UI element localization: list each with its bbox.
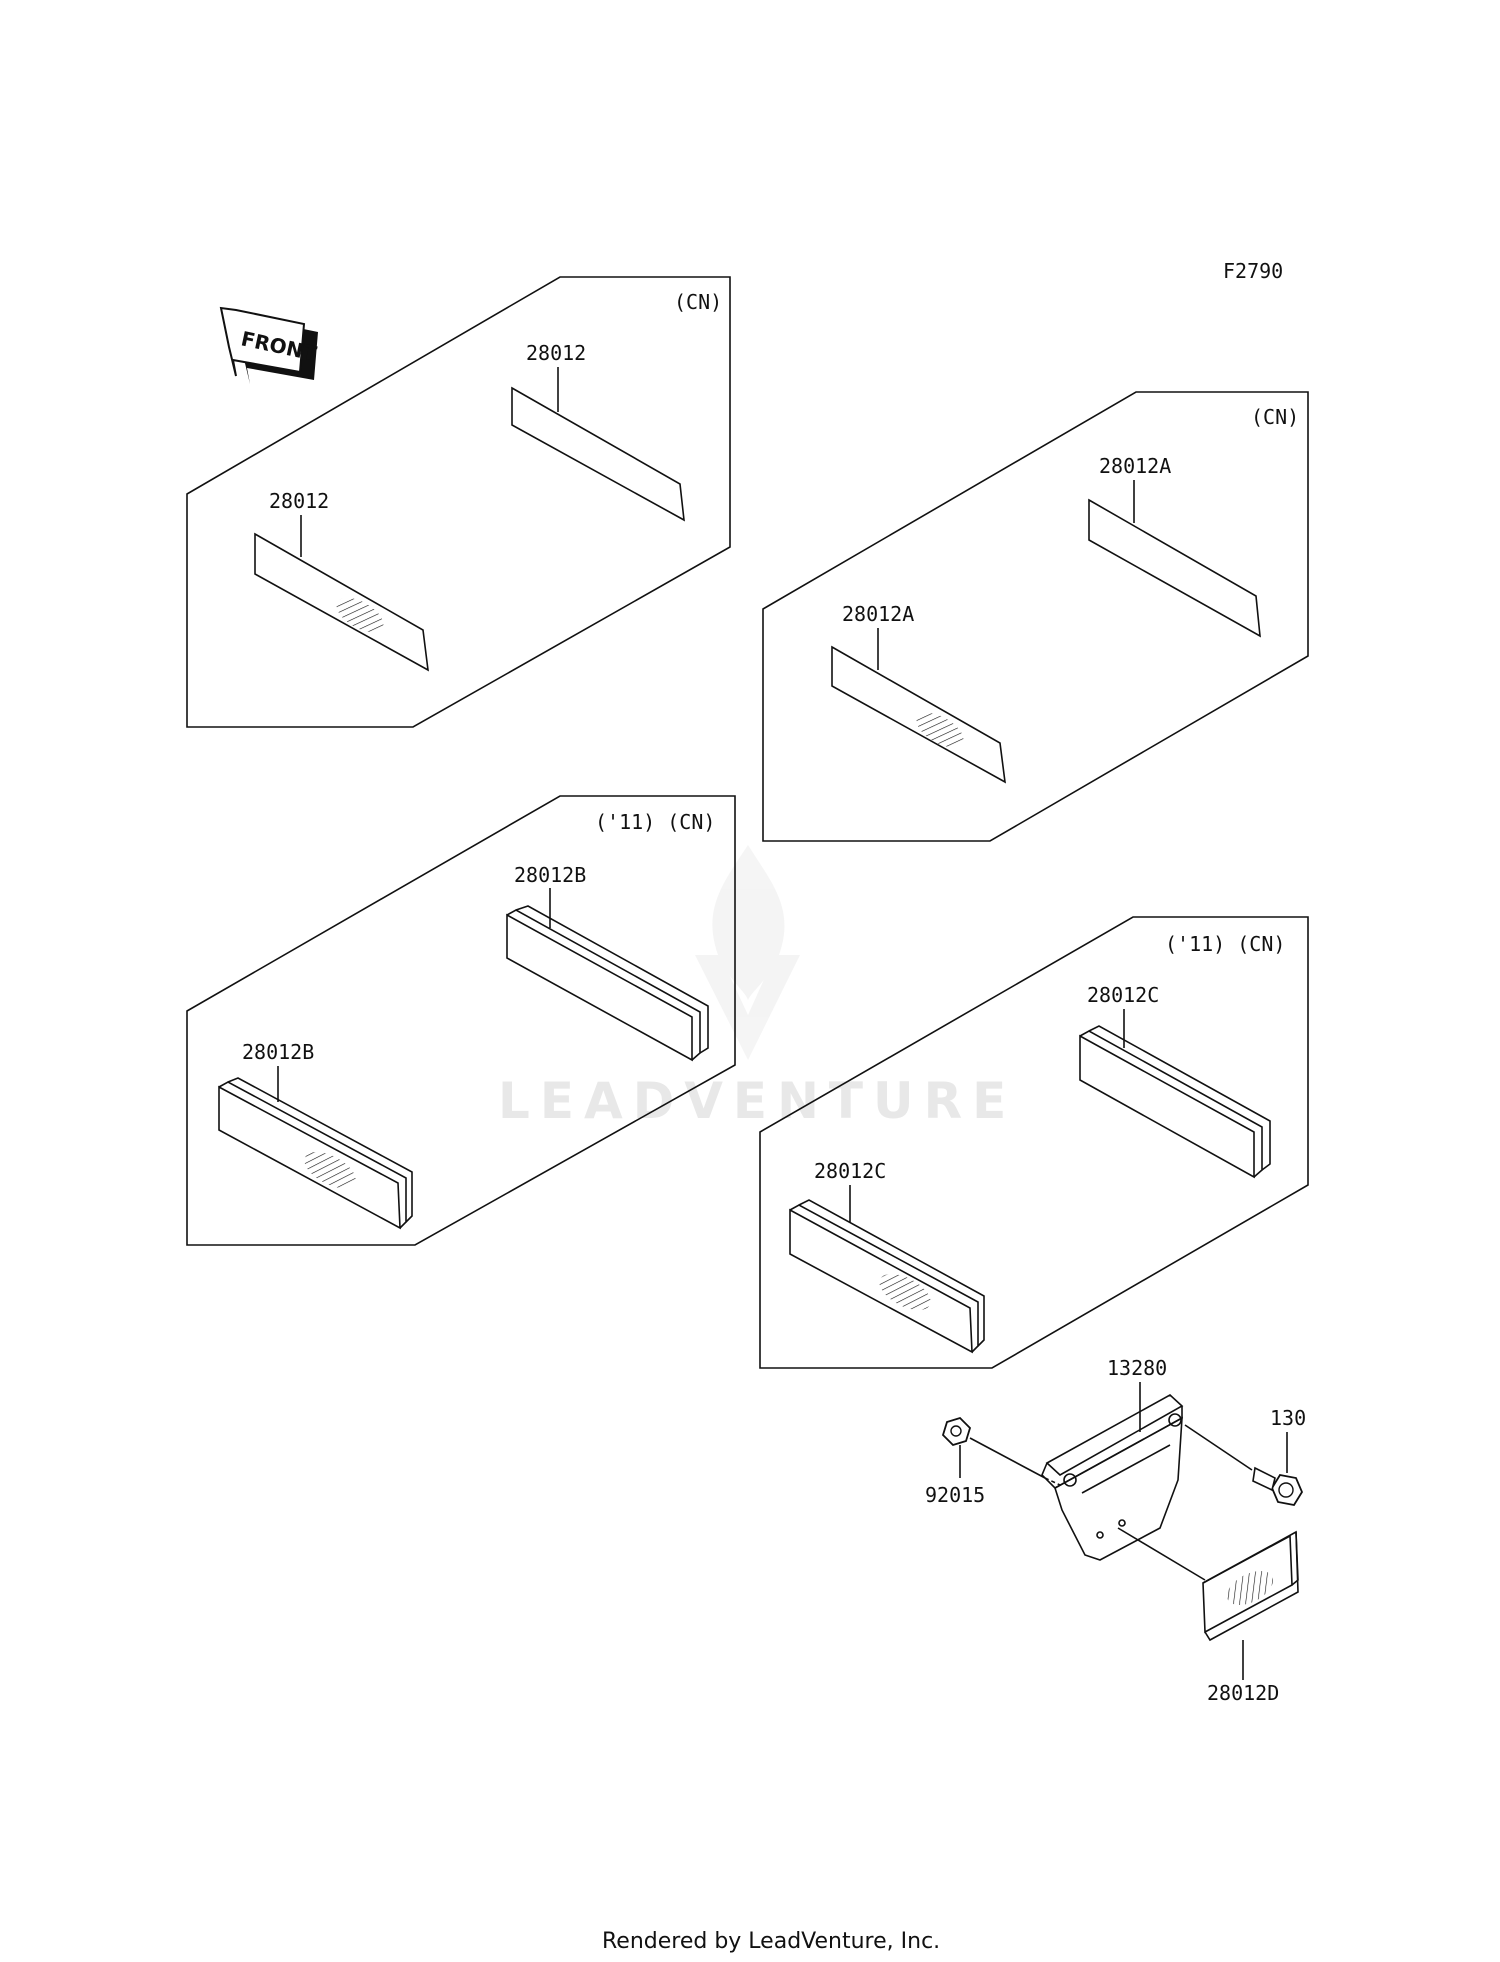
label-bolt: 130 bbox=[1270, 1406, 1306, 1430]
bracket-part bbox=[1041, 1394, 1184, 1561]
panel-4-part-bottom: 28012C bbox=[814, 1159, 886, 1183]
panel-3-part-top: 28012B bbox=[514, 863, 586, 887]
kawasaki-logo-icon bbox=[336, 597, 384, 633]
label-nut: 92015 bbox=[925, 1483, 985, 1507]
kawasaki-logo-icon bbox=[304, 1151, 356, 1189]
watermark-text: LEADVENTURE bbox=[498, 1072, 1016, 1130]
reflector-top bbox=[1079, 1034, 1255, 1179]
bracket-assembly: 13280 130 92015 bbox=[925, 1356, 1306, 1705]
watermark-logo bbox=[695, 845, 800, 1060]
footer-credit: Rendered by LeadVenture, Inc. bbox=[602, 1929, 940, 1954]
bolt-part bbox=[1252, 1466, 1304, 1506]
panel-3-part-bottom: 28012B bbox=[242, 1040, 314, 1064]
panel-2-tags: (CN) bbox=[1251, 405, 1299, 429]
kawasaki-logo-icon bbox=[1226, 1570, 1274, 1606]
kawasaki-logo-icon bbox=[879, 1273, 931, 1311]
panel-1-part-bottom: 28012 bbox=[269, 489, 329, 513]
reflector-sticker-bottom bbox=[831, 645, 1006, 784]
panel-3-tags: ('11) (CN) bbox=[595, 810, 715, 834]
panel-2-part-bottom: 28012A bbox=[842, 602, 914, 626]
label-reflector: 28012D bbox=[1207, 1681, 1279, 1705]
reflector-sticker-bottom bbox=[254, 532, 429, 672]
panel-4-tags: ('11) (CN) bbox=[1165, 932, 1285, 956]
reflector-sticker-top bbox=[511, 386, 685, 522]
reflector-top bbox=[506, 913, 693, 1062]
panel-1: (CN) 28012 28012 bbox=[186, 276, 731, 728]
reflector-sticker-top bbox=[1088, 498, 1261, 638]
diagram-code: F2790 bbox=[1223, 259, 1283, 283]
panel-1-tags: (CN) bbox=[674, 290, 722, 314]
rectangular-reflector-part bbox=[1202, 1530, 1299, 1642]
panel-4-part-top: 28012C bbox=[1087, 983, 1159, 1007]
panel-1-part-top: 28012 bbox=[526, 341, 586, 365]
front-arrow-icon: FRONT bbox=[219, 306, 319, 384]
kawasaki-logo-icon bbox=[916, 712, 964, 748]
panel-2-part-top: 28012A bbox=[1099, 454, 1171, 478]
label-bracket: 13280 bbox=[1107, 1356, 1167, 1380]
panel-2: (CN) 28012A 28012A bbox=[762, 391, 1309, 842]
nut-part bbox=[941, 1416, 972, 1447]
panel-3: ('11) (CN) 28012B 28012B bbox=[186, 795, 736, 1246]
panel-4: ('11) (CN) 28012C 28012C bbox=[759, 916, 1309, 1369]
